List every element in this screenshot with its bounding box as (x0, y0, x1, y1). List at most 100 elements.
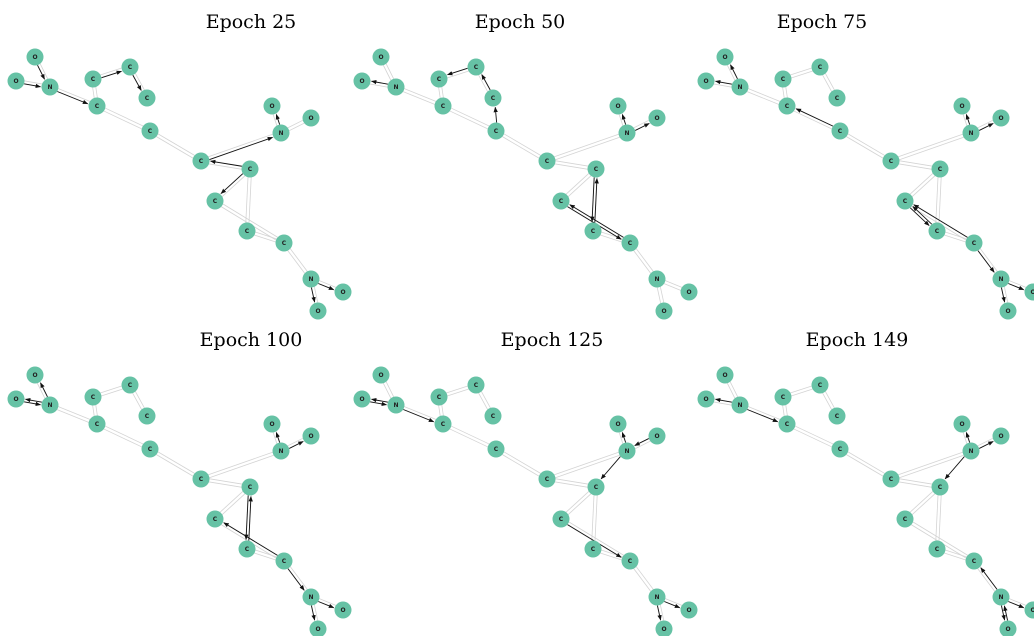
atom-label: N (393, 84, 398, 91)
atom-node: O (263, 415, 281, 433)
bond-line (201, 452, 282, 481)
bond-line (496, 129, 549, 160)
attention-arrow (220, 173, 244, 194)
bond-line (740, 403, 788, 423)
attention-arrow (311, 605, 316, 621)
atom-circle (467, 376, 485, 394)
panel-title: Epoch 149 (806, 329, 909, 351)
atom-circle (434, 97, 452, 115)
arrow-layer (371, 67, 650, 240)
bond-line (838, 132, 891, 163)
atom-node: C (811, 376, 829, 394)
atom-label: O (269, 103, 274, 110)
atom-label: O (308, 433, 313, 440)
atom-label: C (785, 103, 790, 110)
attention-arrow (40, 382, 48, 397)
panel-title: Epoch 50 (475, 11, 566, 33)
atom-node: O (609, 97, 627, 115)
atom-node: C (896, 192, 914, 210)
atom-node: C (774, 388, 792, 406)
atom-label: C (545, 476, 550, 483)
atom-circle (896, 192, 914, 210)
atom-circle (587, 160, 605, 178)
atom-node: C (584, 540, 602, 558)
attention-arrow (715, 79, 732, 85)
atom-circle (121, 376, 139, 394)
attention-arrow (979, 123, 994, 131)
atom-label: C (128, 64, 133, 71)
atom-label: C (835, 95, 840, 102)
atom-node: O (334, 283, 352, 301)
atom-circle (953, 97, 971, 115)
atom-label: O (959, 103, 964, 110)
atom-node: C (275, 552, 293, 570)
bond-line (494, 132, 547, 163)
atom-node: C (487, 440, 505, 458)
atom-circle (467, 58, 485, 76)
atom-node: N (41, 78, 59, 96)
attention-arrow (912, 206, 933, 225)
atom-node: C (241, 160, 259, 178)
bond-line (496, 447, 549, 478)
bond-line (215, 199, 286, 242)
atom-node: N (272, 124, 290, 142)
atom-label: O (998, 115, 1003, 122)
bond-line (96, 107, 150, 133)
attention-arrow (37, 65, 45, 80)
bond-line (938, 487, 942, 550)
atom-node: O (609, 415, 627, 433)
atom-node: O (1024, 283, 1034, 301)
atom-label: C (594, 166, 599, 173)
atom-circle (552, 510, 570, 528)
atom-circle (992, 427, 1010, 445)
atom-circle (141, 440, 159, 458)
atom-label: C (903, 198, 908, 205)
attention-arrow (289, 441, 304, 449)
atom-node: C (484, 89, 502, 107)
atom-node: O (680, 601, 698, 619)
atom-circle (206, 192, 224, 210)
attention-arrow (248, 496, 253, 541)
atom-label: O (703, 78, 708, 85)
atom-node: O (697, 390, 715, 408)
atom-circle (241, 478, 259, 496)
attention-arrow (1001, 605, 1006, 621)
atom-circle (648, 109, 666, 127)
attention-arrow (287, 568, 305, 591)
attention-arrow (1008, 283, 1025, 291)
atom-circle (434, 415, 452, 433)
atom-label: N (624, 448, 629, 455)
atom-circle (648, 270, 666, 288)
atom-label: C (245, 546, 250, 553)
bond-line (50, 85, 98, 105)
atom-node: O (263, 97, 281, 115)
atom-circle (484, 89, 502, 107)
atom-node: O (302, 427, 320, 445)
attention-arrow (569, 204, 624, 238)
atom-label: C (474, 382, 479, 389)
atom-label: O (315, 308, 320, 315)
atom-node: O (655, 620, 673, 636)
atom-label: C (494, 446, 499, 453)
atom-circle (774, 70, 792, 88)
atom-label: C (491, 413, 496, 420)
attention-arrow (101, 70, 122, 79)
atom-circle (241, 160, 259, 178)
atom-circle (138, 407, 156, 425)
attention-arrow (664, 601, 681, 609)
attention-arrow (318, 601, 335, 609)
bond-layer (361, 56, 690, 312)
atom-label: C (248, 484, 253, 491)
attention-arrow (594, 178, 599, 223)
bond-line (148, 132, 201, 163)
attention-arrow (370, 401, 387, 407)
atom-node: C (928, 222, 946, 240)
atom-circle (680, 283, 698, 301)
attention-arrow (403, 409, 435, 423)
atom-node: C (965, 552, 983, 570)
atom-node: C (141, 122, 159, 140)
